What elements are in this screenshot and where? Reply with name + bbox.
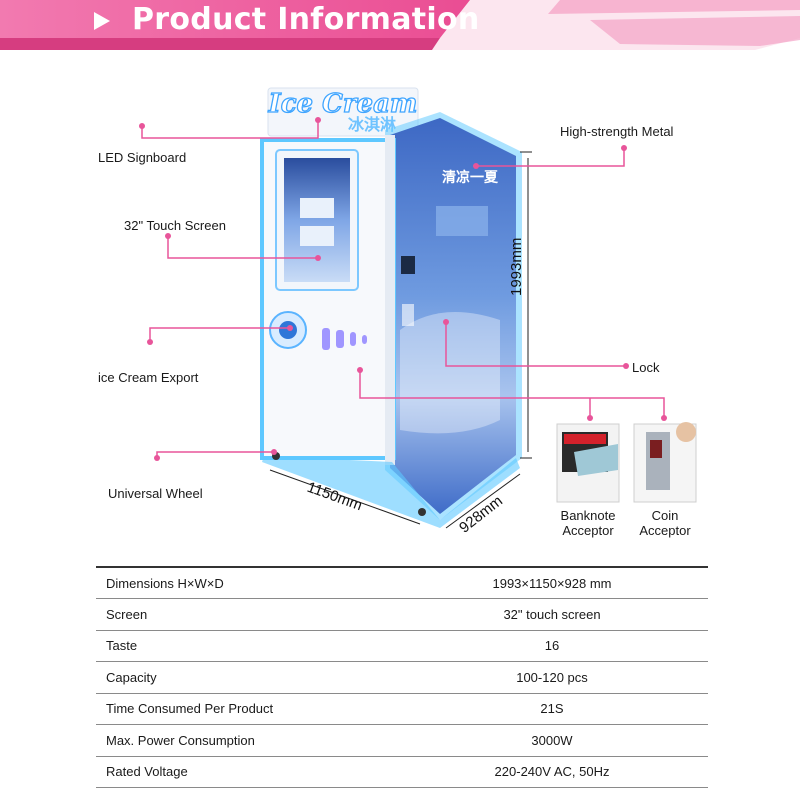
spec-table-body: Dimensions H×W×D 1993×1150×928 mm Screen 3… (96, 567, 708, 788)
callout-banknote-acceptor: Banknote Acceptor (555, 508, 621, 538)
spec-value: 220-240V AC, 50Hz (494, 764, 610, 780)
play-arrow-icon (94, 12, 110, 30)
dimension-height: 1993mm (508, 237, 525, 296)
spec-label: Time Consumed Per Product (106, 701, 274, 717)
callout-ice-cream-export: ice Cream Export (98, 370, 199, 385)
callout-led-signboard: LED Signboard (98, 150, 187, 165)
spec-value: 21S (540, 701, 564, 717)
spec-label: Screen (106, 606, 148, 622)
coin-label-line2: Acceptor (639, 523, 691, 538)
callout-coin-acceptor: Coin Acceptor (632, 508, 698, 538)
banner-background (0, 0, 800, 50)
callout-lock: Lock (632, 360, 660, 375)
page-title: Product Information (132, 2, 480, 37)
spec-table: Dimensions H×W×D 1993×1150×928 mm Screen 3… (96, 566, 708, 788)
sign-text: Ice Cream (268, 89, 418, 119)
spec-value: 32" touch screen (503, 606, 601, 622)
spec-label: Taste (106, 638, 138, 654)
spec-value: 100-120 pcs (516, 669, 588, 685)
banknote-label-line1: Banknote (560, 508, 616, 523)
coin-label-line1: Coin (651, 508, 679, 523)
table-row: Capacity 100-120 pcs (96, 662, 708, 693)
callout-touch-screen: 32" Touch Screen (124, 218, 226, 233)
banknote-label-line2: Acceptor (562, 523, 614, 538)
sign-subtext: 冰淇淋 (348, 115, 396, 134)
callout-high-strength-metal: High-strength Metal (560, 124, 674, 139)
spec-value: 1993×1150×928 mm (492, 575, 612, 591)
spec-value: 16 (544, 638, 560, 654)
spec-label: Capacity (106, 669, 157, 685)
table-row: Max. Power Consumption 3000W (96, 725, 708, 756)
spec-value: 3000W (531, 732, 573, 748)
table-row: Time Consumed Per Product 21S (96, 693, 708, 725)
table-row: Screen 32" touch screen (96, 599, 708, 630)
spec-label: Max. Power Consumption (106, 732, 255, 748)
table-row: Taste 16 (96, 630, 708, 662)
machine-illustration: Ice Cream 冰淇淋 清凉一夏 (139, 87, 697, 529)
callout-universal-wheel: Universal Wheel (108, 486, 203, 501)
header-banner: Product Information (0, 0, 800, 52)
panel-text: 清凉一夏 (442, 169, 499, 186)
table-row: Dimensions H×W×D 1993×1150×928 mm (96, 567, 708, 599)
table-row: Rated Voltage 220-240V AC, 50Hz (96, 756, 708, 788)
spec-label: Rated Voltage (106, 764, 188, 780)
spec-label: Dimensions H×W×D (106, 575, 224, 591)
